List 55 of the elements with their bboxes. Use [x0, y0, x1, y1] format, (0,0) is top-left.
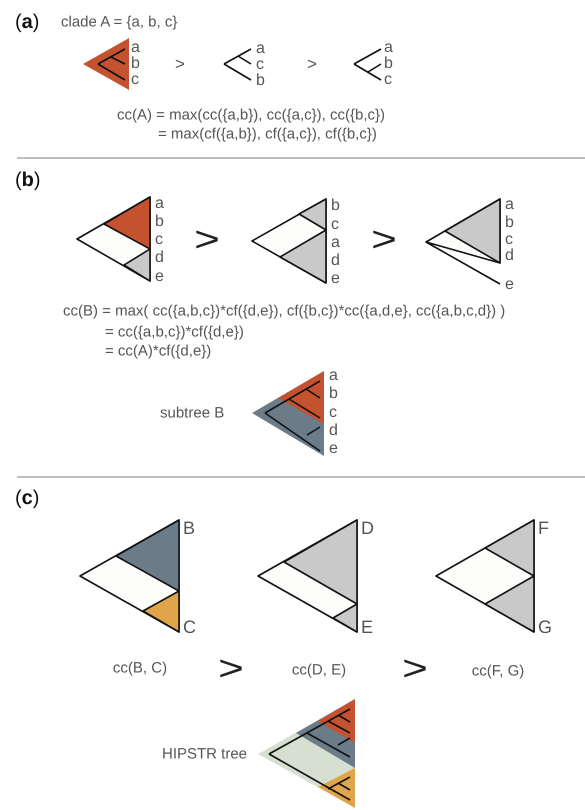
tip-label: a [505, 197, 514, 213]
formula: cc(B, C) [112, 660, 168, 676]
clade-label: D [361, 519, 374, 537]
tip-label: e [155, 269, 164, 285]
clade-label: B [183, 519, 196, 537]
tip-label: c [329, 405, 337, 421]
tip-label: c [331, 217, 339, 233]
tip-label: c [131, 72, 139, 88]
clade-label: E [361, 618, 374, 636]
panel-label: (a) [15, 12, 40, 32]
clade-label: G [538, 618, 552, 636]
tip-label: d [329, 423, 338, 439]
formula: cc(D, E) [292, 662, 346, 678]
tip-label: c [155, 232, 163, 248]
formula: = cc(A)*cf({d,e}) [105, 344, 212, 358]
comparison-sign: > [175, 56, 185, 72]
comparison-sign: > [307, 56, 317, 72]
tip-label: c [256, 57, 264, 73]
tip-label: c [384, 72, 392, 88]
comparison-sign: > [371, 222, 397, 258]
tip-label: c [505, 232, 513, 248]
formula: subtree B [160, 406, 224, 420]
comparison-sign: > [194, 222, 220, 258]
comparison-sign: > [218, 651, 244, 687]
tip-label: e [331, 271, 340, 287]
tip-label: b [256, 73, 265, 89]
tip-label: a [329, 368, 338, 384]
formula: cc(B) = max( cc({a,b,c})*cf({d,e}), cf({b,c})*cc({a,d,e}, cc({a,b,c,d}) ) [63, 304, 506, 318]
tip-label: d [331, 253, 340, 269]
panel-label: (c) [15, 488, 40, 508]
formula: clade A = {a, b, c} [61, 14, 178, 30]
tip-label: e [505, 277, 514, 293]
tip-label: b [384, 56, 393, 72]
clade-label: C [183, 618, 196, 636]
tip-label: b [329, 386, 338, 402]
clade-label: F [538, 519, 549, 537]
tip-label: b [131, 56, 140, 72]
tip-label: d [505, 248, 514, 264]
tip-label: a [155, 196, 164, 212]
panel-label: (b) [15, 170, 41, 190]
tip-label: e [329, 441, 338, 457]
tip-label: a [384, 40, 393, 56]
tip-label: b [155, 214, 164, 230]
formula: cc(F, G) [472, 664, 524, 678]
tip-label: a [331, 235, 340, 251]
tip-label: a [256, 41, 265, 57]
tip-label: b [331, 198, 340, 214]
comparison-sign: > [402, 651, 428, 687]
formula: = cc({a,b,c})*cf({d,e}) [105, 324, 244, 340]
formula: HIPSTR tree [162, 746, 248, 762]
formula: cc(A) = max(cc({a,b}), cc({a,c}), cc({b,c}) [117, 108, 385, 122]
tip-label: b [505, 215, 514, 231]
tip-label: d [155, 250, 164, 266]
tip-label: a [131, 40, 140, 56]
formula: = max(cf({a,b}), cf({a,c}), cf({b,c}) [158, 126, 377, 142]
